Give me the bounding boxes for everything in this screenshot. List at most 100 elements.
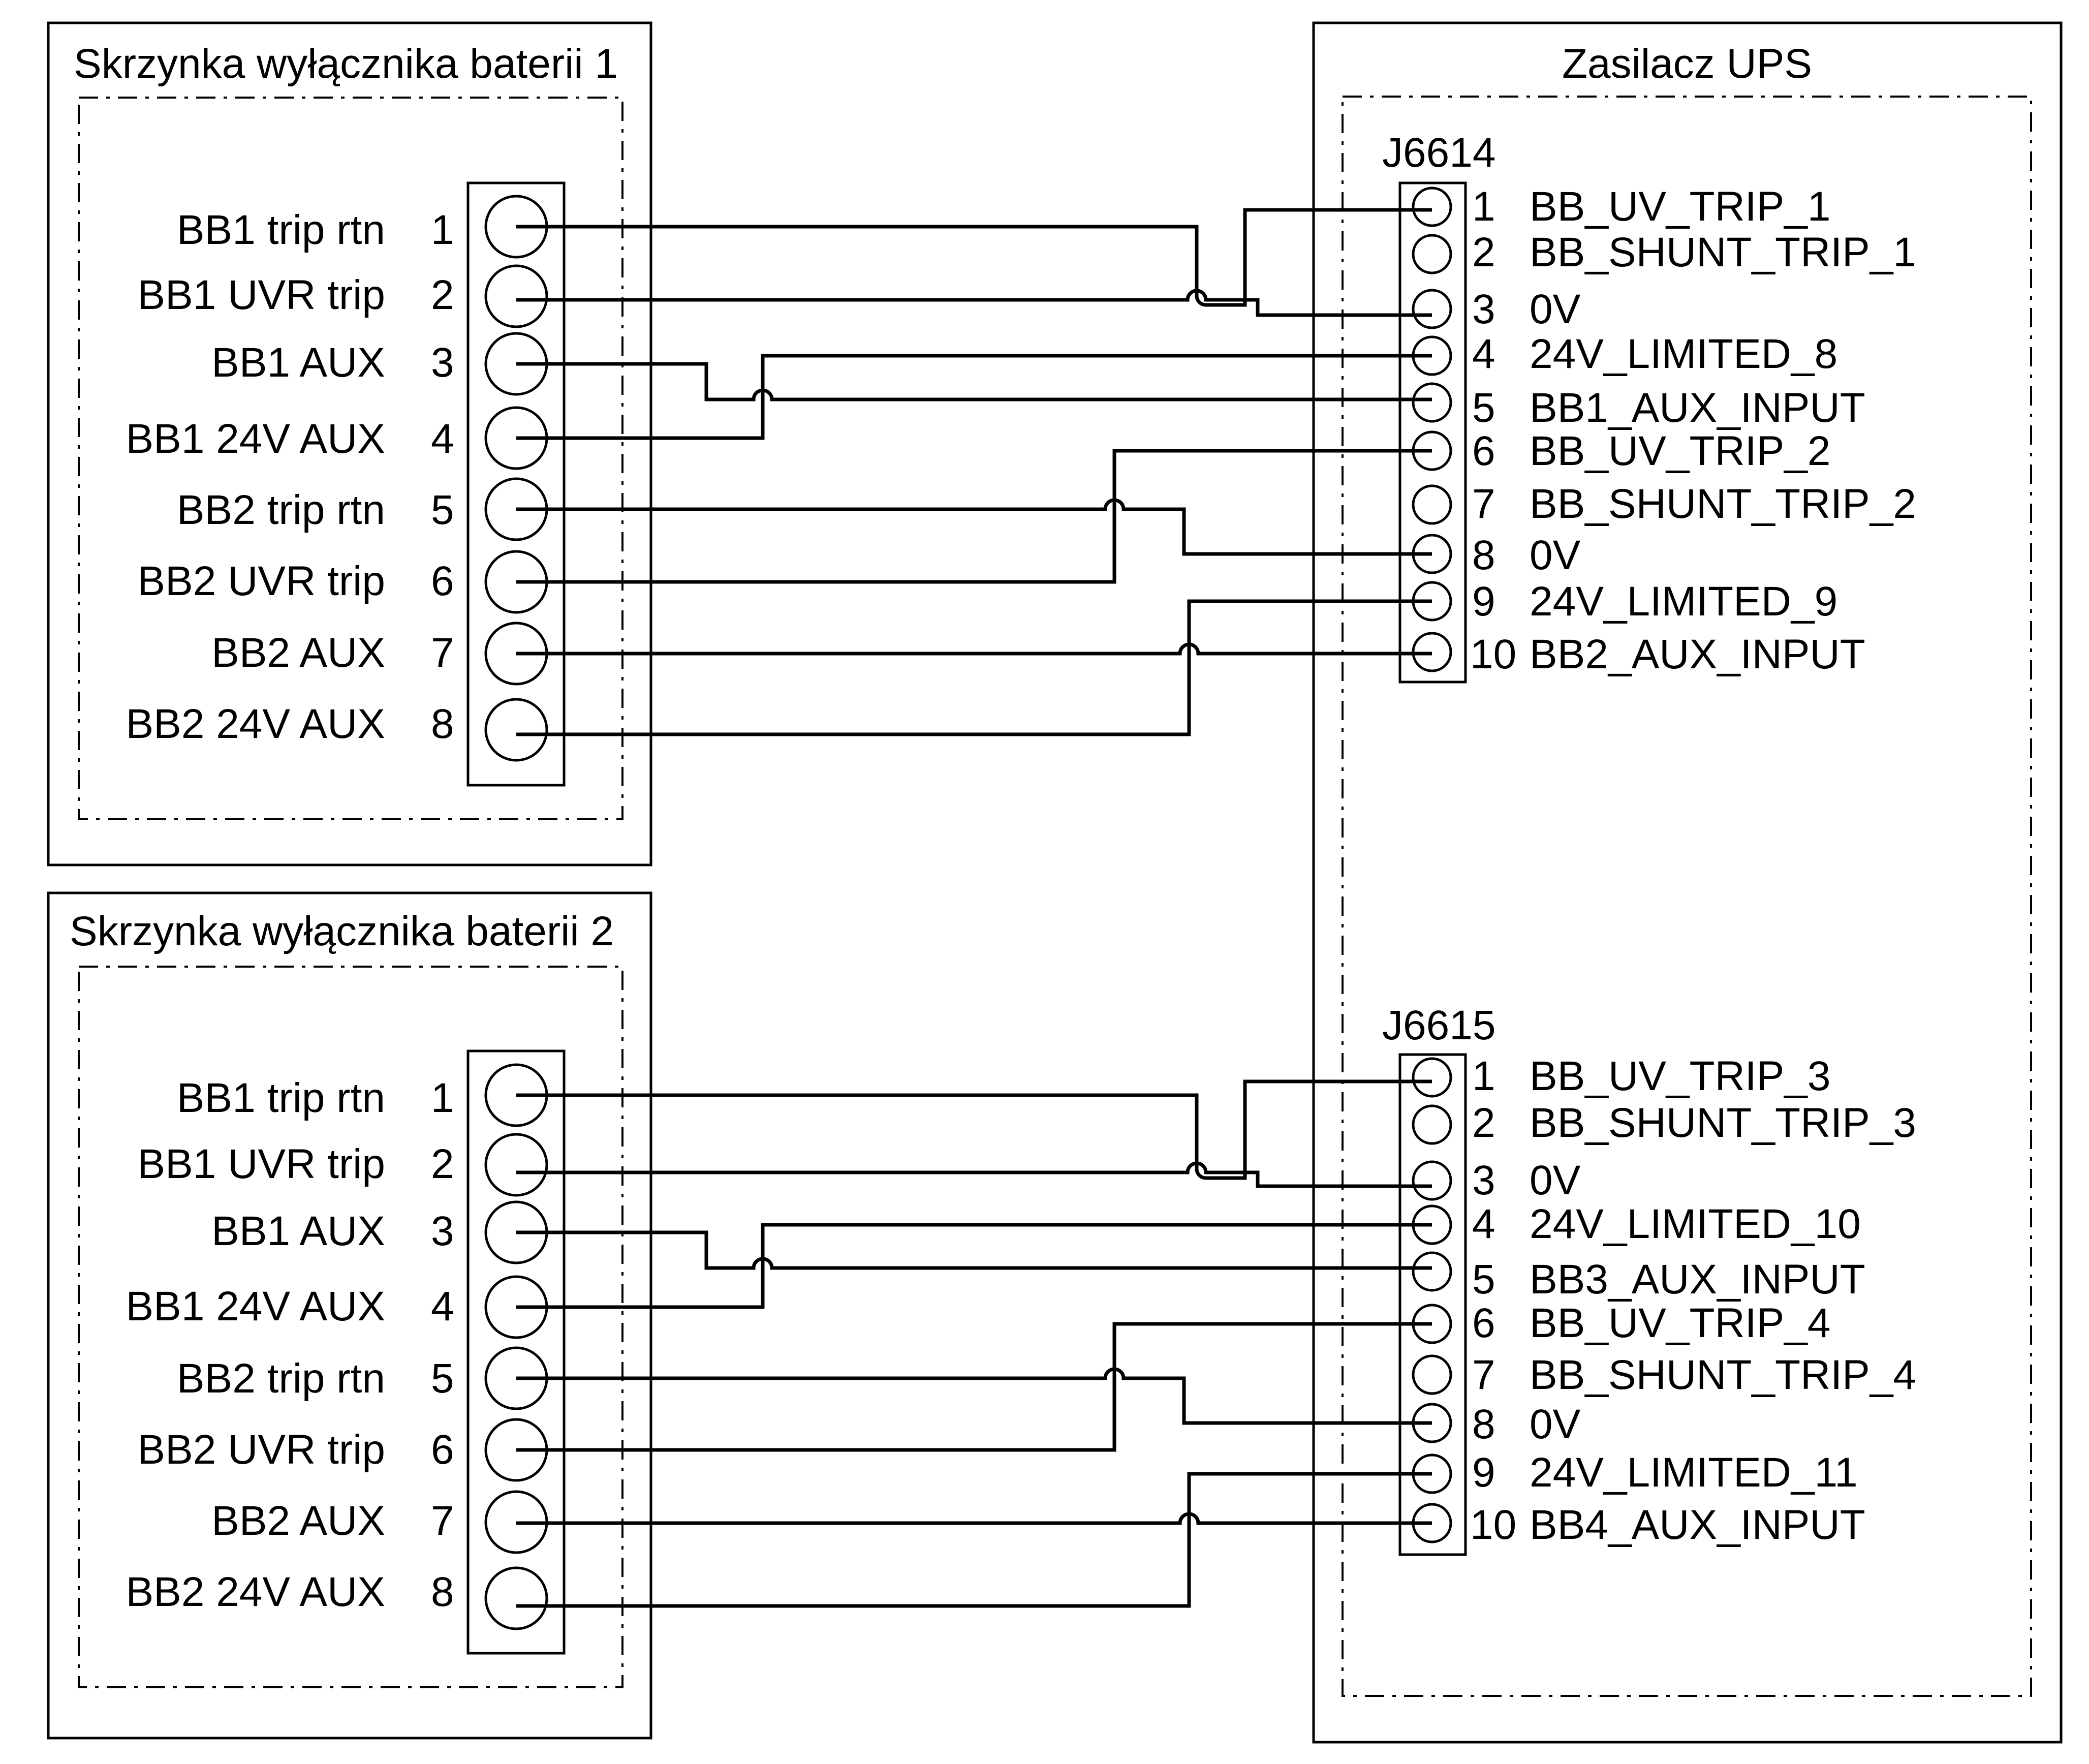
pin-number: 5 [1472, 1256, 1495, 1303]
battery-box-1-title: Skrzynka wyłącznika baterii 1 [74, 41, 618, 87]
pin-number: 5 [1472, 385, 1495, 431]
pin-signal: 24V_LIMITED_8 [1530, 331, 1837, 377]
terminal-number: 1 [431, 1075, 454, 1121]
wire-trip-rtn-1 [516, 1079, 1432, 1180]
terminal-row: BB1 AUX 3 [211, 332, 548, 396]
screw-terminal [484, 1133, 548, 1197]
pin-signal: BB_SHUNT_TRIP_3 [1530, 1100, 1916, 1146]
pin-number: 7 [1472, 1352, 1495, 1398]
connector-pin [1412, 1354, 1452, 1395]
terminal-row: BB2 trip rtn 5 [177, 1346, 548, 1410]
terminal-row: BB1 24V AUX 4 [126, 406, 548, 470]
pin-signal: 24V_LIMITED_10 [1530, 1201, 1861, 1247]
terminal-number: 5 [431, 487, 454, 533]
terminal-label: BB2 trip rtn [177, 487, 385, 533]
wire-trip-rtn-2 [516, 1367, 1432, 1425]
pin-number: 2 [1472, 229, 1495, 275]
terminal-number: 5 [431, 1355, 454, 1402]
terminal-row: BB2 24V AUX 8 [126, 698, 548, 762]
screw-terminal [484, 698, 548, 762]
terminal-number: 8 [431, 1569, 454, 1615]
battery-box-2-inner-boundary [78, 966, 623, 1688]
wire-24v-aux-2 [516, 599, 1432, 736]
wire-aux-2 [516, 1512, 1432, 1525]
battery-box-2: Skrzynka wyłącznika baterii 2 BB1 trip r… [47, 891, 652, 1740]
connector-pin [1412, 1251, 1452, 1292]
terminal-row: BB2 trip rtn 5 [177, 477, 548, 541]
wire-trip-rtn-1 [516, 208, 1432, 307]
pin-number: 7 [1472, 481, 1495, 527]
connector-pin [1412, 1104, 1452, 1145]
terminal-label: BB1 AUX [211, 1208, 385, 1254]
terminal-number: 4 [431, 416, 454, 462]
pin-signal: BB3_AUX_INPUT [1530, 1256, 1865, 1303]
pin-signal: BB4_AUX_INPUT [1530, 1502, 1865, 1548]
terminal-label: BB1 UVR trip [137, 272, 385, 318]
wire-aux-1 [516, 1230, 1432, 1270]
wiring-box-2-to-j6615 [516, 1079, 1432, 1608]
terminal-label: BB2 trip rtn [177, 1355, 385, 1402]
connector-body [1398, 1053, 1467, 1556]
terminal-label: BB1 UVR trip [137, 1141, 385, 1187]
ups-inner-boundary [1342, 96, 2032, 1697]
terminal-number: 2 [431, 1141, 454, 1187]
pin-number: 3 [1472, 1157, 1495, 1203]
pin-number: 8 [1472, 1401, 1495, 1447]
connector-j6614: J6614 1 BB_UV_TRIP_1 2 BB_SHUNT_TRIP_1 3… [1382, 130, 1916, 684]
screw-terminal [484, 1566, 548, 1630]
terminal-row: BB1 UVR trip 2 [137, 264, 548, 328]
wire-24v-aux-1 [516, 1223, 1432, 1309]
pin-signal: 24V_LIMITED_11 [1530, 1449, 1858, 1496]
pin-number: 4 [1472, 1201, 1495, 1247]
terminal-number: 1 [431, 207, 454, 253]
pin-signal: BB2_AUX_INPUT [1530, 631, 1865, 677]
ups-title: Zasilacz UPS [1562, 41, 1812, 87]
terminal-label: BB2 24V AUX [126, 1569, 385, 1615]
terminal-label: BB1 trip rtn [177, 207, 385, 253]
terminal-number: 7 [431, 1498, 454, 1544]
terminal-row: BB2 UVR trip 6 [137, 550, 548, 614]
connector-pin [1412, 289, 1452, 329]
battery-box-1: Skrzynka wyłącznika baterii 1 BB1 trip r… [47, 21, 652, 866]
pin-signal: BB_SHUNT_TRIP_1 [1530, 229, 1916, 275]
wire-24v-aux-2 [516, 1472, 1432, 1608]
terminal-row: BB1 trip rtn 1 [177, 195, 548, 259]
pin-signal: BB_UV_TRIP_4 [1530, 1300, 1831, 1346]
pin-number: 9 [1472, 578, 1495, 625]
pin-number: 6 [1472, 1300, 1495, 1346]
ups-frame [1312, 21, 2063, 1744]
connector-name: J6614 [1382, 130, 1495, 176]
wire-aux-1 [516, 362, 1432, 401]
wire-uvr-trip-2 [516, 1322, 1432, 1452]
pin-number: 9 [1472, 1449, 1495, 1496]
terminal-row: BB2 UVR trip 6 [137, 1418, 548, 1482]
pin-signal: 24V_LIMITED_9 [1530, 578, 1837, 625]
pin-signal: 0V [1530, 532, 1581, 578]
pin-signal: 0V [1530, 1401, 1581, 1447]
pin-number: 10 [1470, 631, 1516, 677]
pin-signal: BB_UV_TRIP_3 [1530, 1053, 1831, 1099]
connector-pin [1412, 382, 1452, 423]
connector-body [1398, 181, 1467, 684]
wire-trip-rtn-2 [516, 498, 1432, 556]
battery-box-1-frame [47, 21, 652, 866]
pin-number: 2 [1472, 1100, 1495, 1146]
terminal-row: BB1 trip rtn 1 [177, 1063, 548, 1127]
terminal-row: BB1 24V AUX 4 [126, 1275, 548, 1339]
pin-number: 8 [1472, 532, 1495, 578]
connector-pin [1412, 187, 1452, 227]
pin-signal: 0V [1530, 286, 1581, 332]
pin-number: 3 [1472, 286, 1495, 332]
pin-number: 6 [1472, 428, 1495, 474]
pin-number: 4 [1472, 331, 1495, 377]
terminal-row: BB2 AUX 7 [211, 622, 548, 686]
terminal-label: BB2 UVR trip [137, 1427, 385, 1473]
pin-number: 1 [1472, 1053, 1495, 1099]
ups-unit: Zasilacz UPS J6614 1 BB_UV_TRIP_1 2 BB_S… [1312, 21, 2063, 1744]
wire-uvr-trip-1 [516, 1161, 1432, 1188]
wiring-box-1-to-j6614 [516, 208, 1432, 736]
terminal-label: BB2 24V AUX [126, 701, 385, 747]
pin-number: 1 [1472, 183, 1495, 230]
connector-pin [1412, 1160, 1452, 1201]
